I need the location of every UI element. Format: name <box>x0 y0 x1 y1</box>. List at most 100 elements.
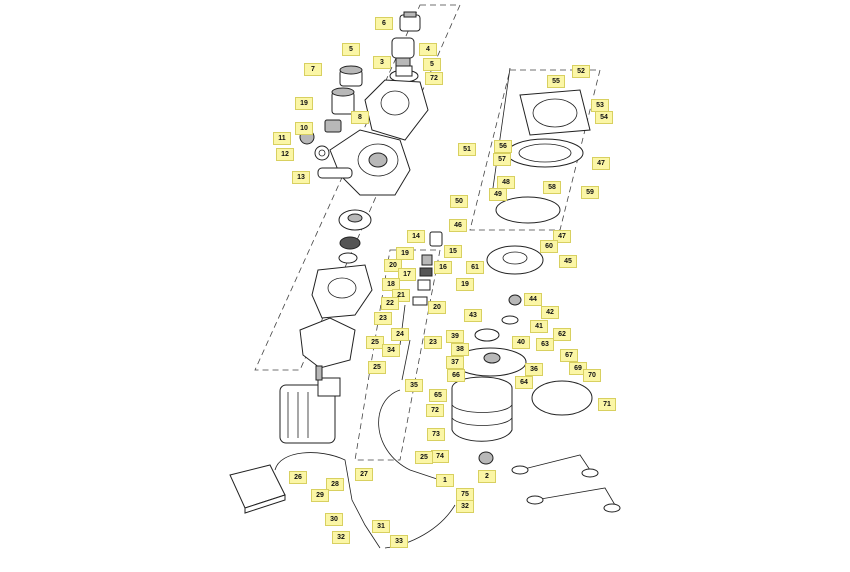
part-label: 23 <box>374 312 392 325</box>
pump-housing <box>311 264 373 319</box>
volute-cover <box>364 79 429 141</box>
part-label: 4 <box>419 43 437 56</box>
motor-housing-65 <box>451 376 513 442</box>
part-label: 20 <box>428 301 446 314</box>
part-label: 57 <box>493 153 511 166</box>
part-label: 13 <box>292 171 310 184</box>
bearing-housing-46 <box>495 196 561 224</box>
part-label: 32 <box>332 531 350 544</box>
part-label: 5 <box>423 58 441 71</box>
part-label: 12 <box>276 148 294 161</box>
impeller <box>338 209 372 231</box>
motor-flange-61 <box>486 245 544 275</box>
part-label: 14 <box>407 230 425 243</box>
part-label: 16 <box>434 261 452 274</box>
part-label: 42 <box>541 306 559 319</box>
part-label: 54 <box>595 111 613 124</box>
control-box <box>229 464 286 514</box>
part-label: 59 <box>581 186 599 199</box>
part-label: 65 <box>429 389 447 402</box>
part-label: 6 <box>375 17 393 30</box>
part-label: 44 <box>524 293 542 306</box>
part-label: 63 <box>536 338 554 351</box>
cover-71 <box>531 380 593 416</box>
part-label: 8 <box>351 111 369 124</box>
part-label: 5 <box>342 43 360 56</box>
part-label: 43 <box>464 309 482 322</box>
part-label: 62 <box>553 328 571 341</box>
part-label: 51 <box>458 143 476 156</box>
part-label: 60 <box>540 240 558 253</box>
part-label: 19 <box>295 97 313 110</box>
part-label: 61 <box>466 261 484 274</box>
part-label: 20 <box>384 259 402 272</box>
pump-base-55 <box>519 89 591 136</box>
adapter-plate <box>299 317 356 369</box>
part-label: 56 <box>494 140 512 153</box>
valve-fitting-6 <box>399 11 421 32</box>
part-label: 18 <box>382 278 400 291</box>
part-label: 25 <box>366 336 384 349</box>
part-label: 25 <box>368 361 386 374</box>
part-label: 34 <box>382 344 400 357</box>
part-label: 37 <box>446 356 464 369</box>
part-label: 30 <box>325 513 343 526</box>
coupling-7 <box>339 65 363 87</box>
tie-rod-34 <box>401 339 411 381</box>
part-label: 23 <box>424 336 442 349</box>
part-label: 33 <box>390 535 408 548</box>
part-label: 36 <box>525 363 543 376</box>
part-label: 3 <box>373 56 391 69</box>
part-label: 7 <box>304 63 322 76</box>
part-label: 25 <box>415 451 433 464</box>
part-label: 52 <box>572 65 590 78</box>
ring-12 <box>314 145 330 161</box>
part-label: 15 <box>444 245 462 258</box>
part-label: 38 <box>451 343 469 356</box>
part-label: 10 <box>295 122 313 135</box>
part-label: 74 <box>431 450 449 463</box>
outlet-flange-5 <box>389 65 419 83</box>
gasket-56 <box>506 138 584 168</box>
valve-body-14 <box>429 231 443 247</box>
part-label: 49 <box>489 188 507 201</box>
part-label: 41 <box>530 320 548 333</box>
feet-assembly <box>511 454 621 513</box>
seal-assembly <box>338 236 361 264</box>
part-label: 47 <box>553 230 571 243</box>
part-label: 55 <box>547 75 565 88</box>
valve-stack <box>412 254 433 306</box>
part-label: 31 <box>372 520 390 533</box>
electric-motor <box>279 365 341 444</box>
part-label: 11 <box>273 132 291 145</box>
part-label: 50 <box>450 195 468 208</box>
part-label: 72 <box>425 72 443 85</box>
pump-casing-13 <box>317 129 411 196</box>
part-label: 73 <box>427 428 445 441</box>
part-label: 67 <box>560 349 578 362</box>
part-label: 32 <box>456 500 474 513</box>
part-label: 2 <box>478 470 496 483</box>
part-label: 58 <box>543 181 561 194</box>
part-label: 46 <box>449 219 467 232</box>
part-label: 72 <box>426 404 444 417</box>
part-label: 19 <box>456 278 474 291</box>
part-label: 71 <box>598 398 616 411</box>
part-label: 45 <box>559 255 577 268</box>
assembly-boundary-center <box>354 249 441 461</box>
part-label: 26 <box>289 471 307 484</box>
part-label: 39 <box>446 330 464 343</box>
part-label: 28 <box>326 478 344 491</box>
part-label: 27 <box>355 468 373 481</box>
part-label: 69 <box>569 362 587 375</box>
part-label: 47 <box>592 157 610 170</box>
part-label: 35 <box>405 379 423 392</box>
part-label: 29 <box>311 489 329 502</box>
part-label: 66 <box>447 369 465 382</box>
nipple-10 <box>324 119 342 133</box>
part-label: 64 <box>515 376 533 389</box>
seal-parts <box>474 294 522 342</box>
shaft-51 <box>491 67 511 196</box>
